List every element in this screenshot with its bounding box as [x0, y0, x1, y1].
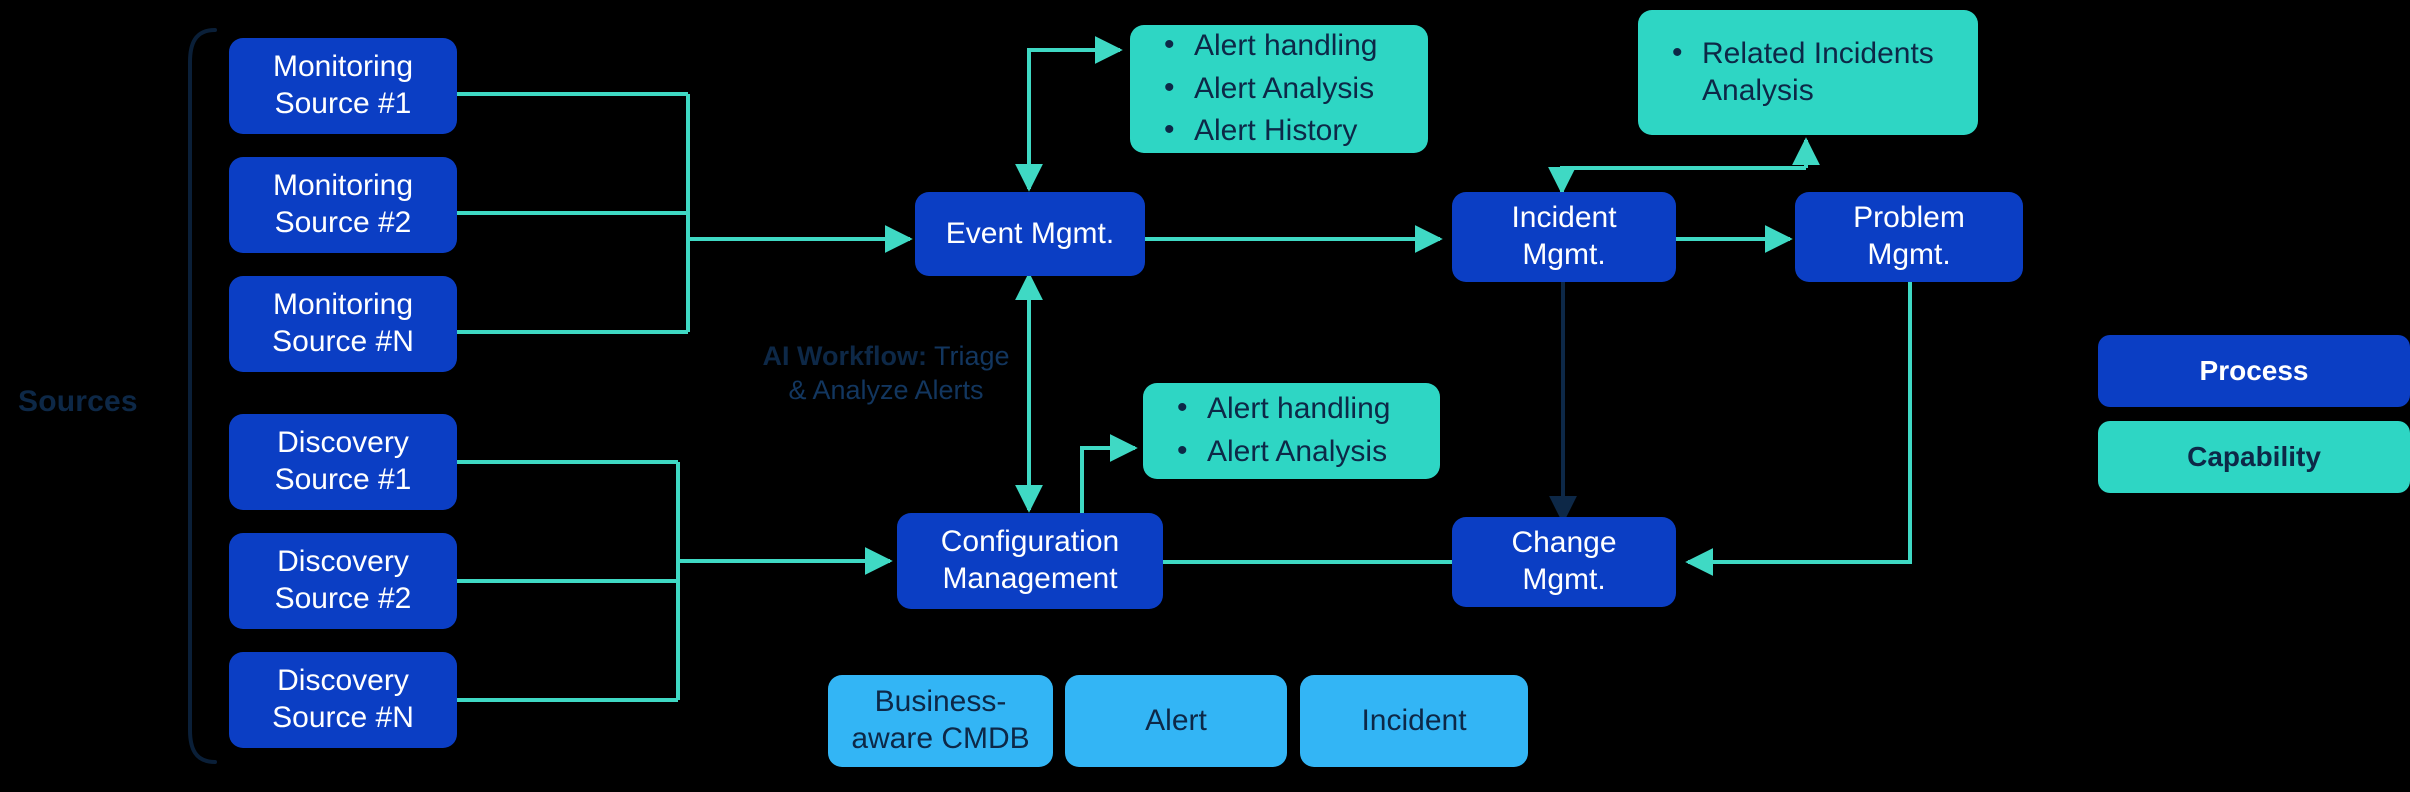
legend-process: Process: [2098, 335, 2410, 407]
discovery-source-n[interactable]: Discovery Source #N: [229, 652, 457, 748]
sources-brace: [188, 28, 217, 764]
process-incident-mgmt[interactable]: Incident Mgmt.: [1452, 192, 1676, 282]
discovery-bracket: [457, 460, 680, 702]
process-event-mgmt[interactable]: Event Mgmt.: [915, 192, 1145, 276]
legend-capability: Capability: [2098, 421, 2410, 493]
monitoring-source-2[interactable]: Monitoring Source #2: [229, 157, 457, 253]
monitoring-source-1[interactable]: Monitoring Source #1: [229, 38, 457, 134]
related-incidents-to-incident: [1548, 166, 1806, 195]
process-problem-mgmt[interactable]: Problem Mgmt.: [1795, 192, 2023, 282]
ai-workflow-bold-text: AI Workflow:: [762, 341, 927, 371]
monitoring-source-n[interactable]: Monitoring Source #N: [229, 276, 457, 372]
capability-item: Alert Analysis: [1164, 70, 1377, 108]
sources-group-label: Sources: [18, 385, 138, 418]
problem-to-change: [1685, 282, 1912, 576]
capability-item: Alert handling: [1177, 390, 1390, 428]
entity-incident[interactable]: Incident: [1300, 675, 1528, 767]
capability-config-list: Alert handling Alert Analysis: [1143, 390, 1390, 471]
process-configuration-management[interactable]: Configuration Management: [897, 513, 1163, 609]
process-change-mgmt[interactable]: Change Mgmt.: [1452, 517, 1676, 607]
capability-item: Alert Analysis: [1177, 433, 1390, 471]
capability-item: Alert handling: [1164, 27, 1377, 65]
capability-item: Related Incidents Analysis: [1672, 35, 1934, 109]
capability-item: Alert History: [1164, 112, 1377, 150]
capability-related-incidents-list: Related Incidents Analysis: [1638, 35, 1934, 109]
capability-event-alerts[interactable]: Alert handling Alert Analysis Alert Hist…: [1130, 25, 1428, 153]
capability-related-incidents[interactable]: Related Incidents Analysis: [1638, 10, 1978, 135]
discovery-source-2[interactable]: Discovery Source #2: [229, 533, 457, 629]
ai-workflow-annotation: AI Workflow: Triage & Analyze Alerts: [726, 340, 1046, 408]
ai-workflow-rest-text: Triage & Analyze Alerts: [788, 341, 1010, 405]
capability-config-alerts[interactable]: Alert handling Alert Analysis: [1143, 383, 1440, 479]
event-to-capability: [1027, 36, 1123, 100]
discovery-source-1[interactable]: Discovery Source #1: [229, 414, 457, 510]
capability-event-list: Alert handling Alert Analysis Alert Hist…: [1130, 27, 1377, 150]
entity-business-aware-cmdb[interactable]: Business- aware CMDB: [828, 675, 1053, 767]
monitoring-bracket: [457, 92, 690, 334]
entity-alert[interactable]: Alert: [1065, 675, 1287, 767]
